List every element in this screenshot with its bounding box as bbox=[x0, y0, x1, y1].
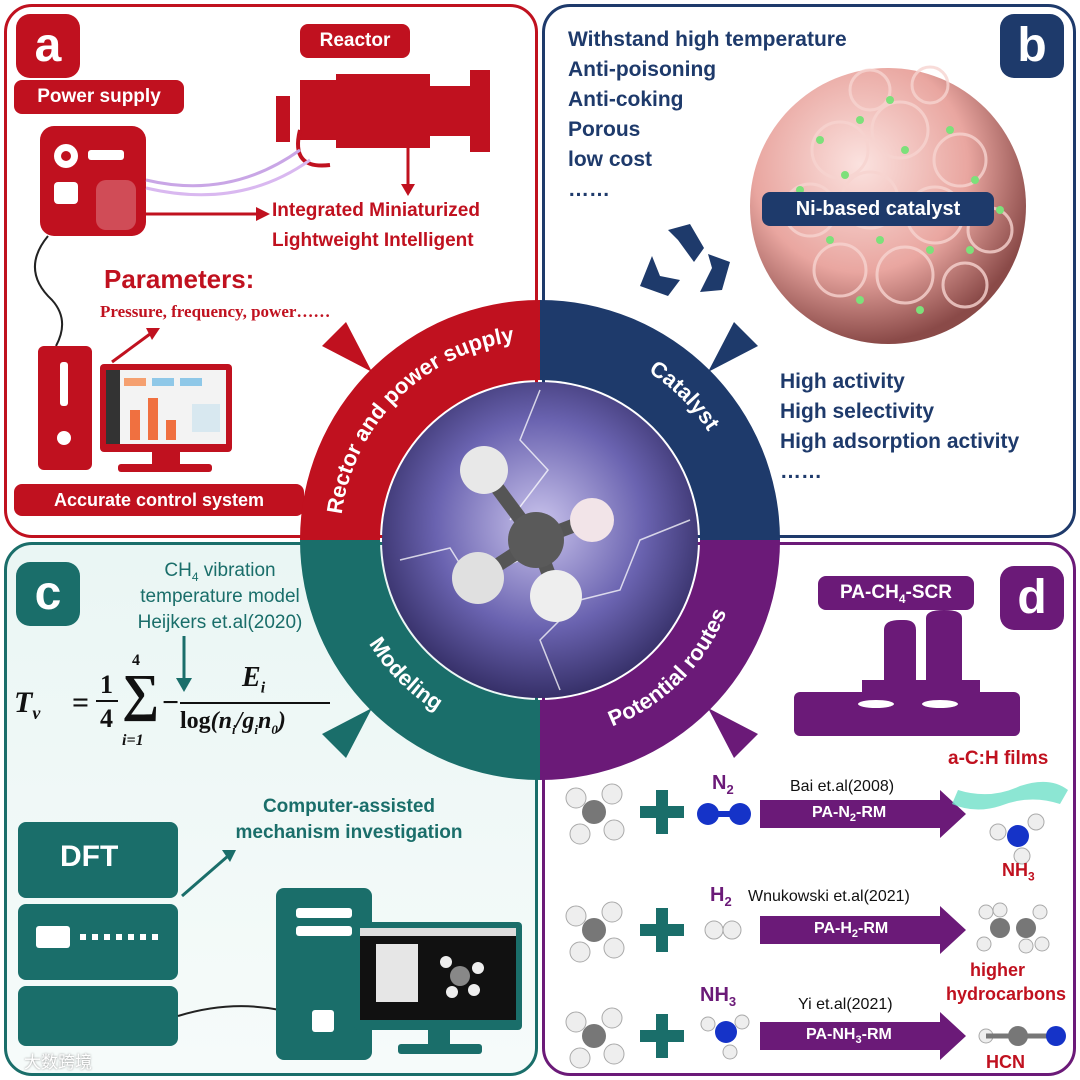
route-2-product: hydrocarbons bbox=[946, 984, 1067, 1004]
route-2-product-top: higher bbox=[970, 960, 1026, 980]
ring-quadrant-teal bbox=[300, 540, 540, 780]
model-line2: temperature model bbox=[140, 586, 300, 607]
route-2-ref: Wnukowski et.al(2021) bbox=[748, 888, 910, 905]
ring-quadrant-purple bbox=[540, 540, 780, 780]
power-supply-label: Power supply bbox=[14, 80, 184, 114]
parameters-text: Pressure, frequency, power…… bbox=[100, 302, 331, 321]
dft-label: DFT bbox=[60, 840, 119, 873]
activity-1: High activity bbox=[780, 370, 905, 393]
route-1-reactant: N2 bbox=[712, 772, 734, 797]
reactor-label: Reactor bbox=[300, 24, 410, 58]
power-supply-icon bbox=[40, 126, 146, 236]
dft-server-icon bbox=[18, 822, 178, 1046]
activity-2: High selectivity bbox=[780, 400, 935, 423]
modeling-computer-icon bbox=[276, 888, 522, 1060]
activity-4: …… bbox=[780, 460, 822, 483]
route-2-reactant: H2 bbox=[710, 884, 732, 909]
arrow-to-d bbox=[708, 708, 758, 758]
route-1-product-top: a-C:H films bbox=[948, 748, 1049, 769]
features-line1: Integrated Miniaturized bbox=[272, 200, 480, 221]
mechanism-line2: mechanism investigation bbox=[235, 822, 463, 843]
ring-quadrant-navy bbox=[540, 300, 780, 540]
model-line3: Heijkers et.al(2020) bbox=[137, 612, 303, 633]
property-6: …… bbox=[568, 178, 610, 201]
features-line2: Lightweight Intelligent bbox=[272, 230, 474, 251]
mechanism-line1: Computer-assisted bbox=[262, 796, 436, 817]
route-3-ref: Yi et.al(2021) bbox=[798, 996, 893, 1013]
route-1-ref: Bai et.al(2008) bbox=[790, 778, 895, 795]
parameters-title: Parameters: bbox=[104, 264, 255, 294]
scr-reactor-icon bbox=[794, 610, 1020, 736]
property-5: low cost bbox=[568, 148, 653, 171]
activity-3: High adsorption activity bbox=[780, 430, 1020, 453]
route-1-product: NH3 bbox=[1002, 860, 1035, 884]
property-2: Anti-poisoning bbox=[568, 58, 717, 81]
arrow-to-a bbox=[322, 322, 372, 372]
arrow-to-b bbox=[708, 322, 758, 372]
property-1: Withstand high temperature bbox=[568, 28, 847, 51]
route-1-arrow-label: PA-N2-RM bbox=[812, 804, 887, 825]
control-system-label: Accurate control system bbox=[14, 484, 304, 516]
route-2-graphics bbox=[565, 901, 1050, 963]
model-line1: CH4 vibration bbox=[164, 560, 276, 584]
reactor-icon bbox=[276, 70, 490, 168]
recycle-icon bbox=[640, 224, 730, 296]
panel-c-badge: c bbox=[16, 562, 80, 626]
route-3-product: HCN bbox=[986, 1052, 1025, 1072]
property-3: Anti-coking bbox=[568, 88, 684, 111]
catalyst-label: Ni-based catalyst bbox=[762, 192, 994, 226]
arrow-to-c bbox=[322, 708, 372, 758]
watermark: 大数跨境 bbox=[24, 1053, 92, 1072]
panel-a-badge: a bbox=[16, 14, 80, 78]
route-3-graphics bbox=[565, 1007, 1066, 1069]
control-computer-icon bbox=[38, 346, 232, 472]
route-1-graphics bbox=[565, 781, 1068, 865]
methane-molecule bbox=[452, 446, 614, 622]
panel-b-badge: b bbox=[1000, 14, 1064, 78]
route-3-arrow-label: PA-NH3-RM bbox=[806, 1026, 892, 1047]
route-2-arrow-label: PA-H2-RM bbox=[814, 920, 889, 941]
vibration-temperature-equation: Tv = 1 4 4 ∑ i=1 − Ei log(ni/gin0) bbox=[14, 650, 334, 760]
property-4: Porous bbox=[568, 118, 641, 141]
route-3-reactant: NH3 bbox=[700, 984, 737, 1009]
panel-d-badge: d bbox=[1000, 566, 1064, 630]
scr-label: PA-CH4-SCR bbox=[818, 576, 974, 610]
ring-quadrant-red bbox=[300, 300, 540, 540]
